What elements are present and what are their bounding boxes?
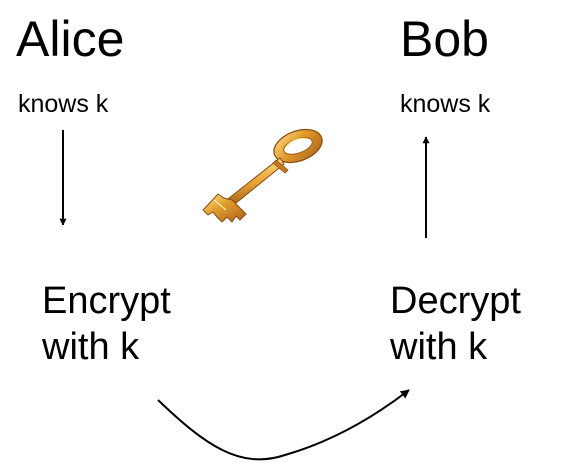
alice-knowledge: knows k bbox=[18, 90, 109, 118]
encrypt-step: Encrypt with k bbox=[42, 278, 171, 371]
encrypt-label: Encrypt bbox=[42, 280, 171, 322]
golden-key-icon bbox=[202, 128, 323, 223]
decrypt-label: Decrypt bbox=[390, 280, 521, 322]
decrypt-with-key-label: with k bbox=[390, 326, 488, 369]
bob-knowledge: knows k bbox=[400, 90, 491, 118]
transmission-arrow bbox=[157, 389, 410, 461]
bob-name: Bob bbox=[400, 11, 489, 67]
decrypt-step: Decrypt with k bbox=[390, 278, 521, 371]
encrypt-with-key-label: with k bbox=[42, 326, 140, 369]
alice-name: Alice bbox=[16, 11, 125, 67]
